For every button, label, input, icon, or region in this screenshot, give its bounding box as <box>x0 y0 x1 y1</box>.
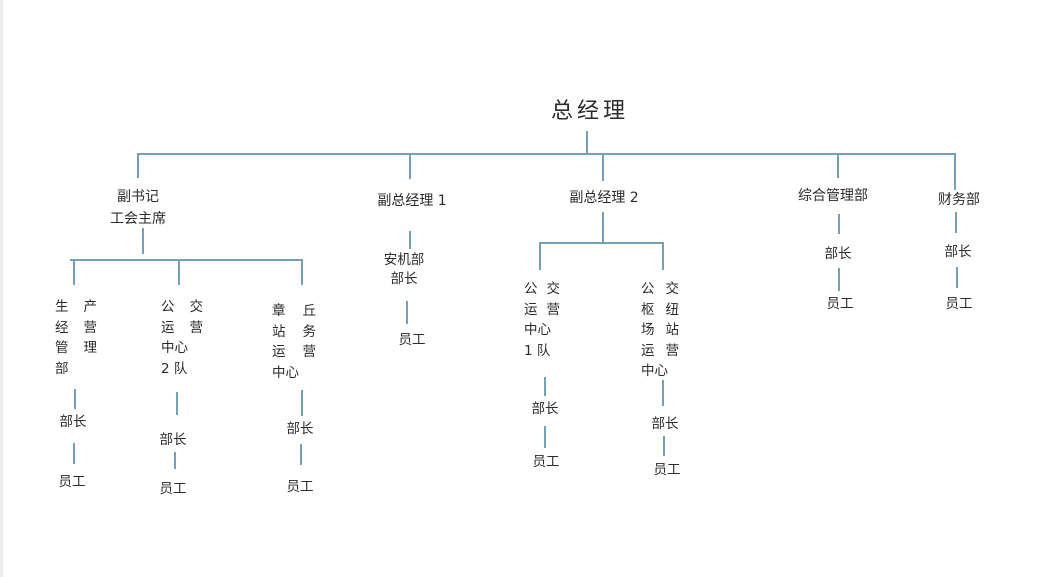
connector-line <box>544 377 546 396</box>
connector-line <box>662 380 664 406</box>
connector-line <box>837 153 839 178</box>
node-label-line: 运营 <box>524 301 560 318</box>
node-general-manager[interactable]: 总经理 <box>550 99 630 124</box>
connector-line <box>838 268 840 291</box>
node-label-line: 章丘 <box>272 303 316 319</box>
page-edge <box>0 0 3 577</box>
node-label-line: 管理 <box>55 340 97 356</box>
node-label-line: 运营 <box>161 319 203 336</box>
node-label-line: 部长 <box>390 271 418 287</box>
connector-line <box>956 267 958 288</box>
connector-line <box>301 259 303 285</box>
node-security-machinery-dept[interactable]: 安机部 部长 <box>384 251 425 289</box>
node-general-admin-dept[interactable]: 综合管理部 <box>798 188 868 204</box>
node-staff[interactable]: 员工 <box>826 296 854 312</box>
node-label-line: 中心 <box>161 340 188 356</box>
node-head[interactable]: 部长 <box>531 401 559 417</box>
connector-line <box>74 389 76 409</box>
node-label-line: 2 队 <box>161 360 188 377</box>
connector-line <box>137 153 139 178</box>
connector-line <box>406 301 408 324</box>
node-head[interactable]: 部长 <box>944 244 972 260</box>
connector-line <box>176 392 178 415</box>
node-label-line: 经营 <box>55 319 97 336</box>
node-label-line: 部 <box>55 360 69 377</box>
connector-line <box>955 212 957 233</box>
node-label-line: 场站 <box>641 322 679 338</box>
node-zhangqiu-center[interactable]: 章丘 站务 运营 中心 <box>272 301 316 383</box>
connector-line <box>586 131 588 154</box>
node-production-dept[interactable]: 生产 经营 管理 部 <box>55 297 97 379</box>
node-head[interactable]: 部长 <box>59 414 87 430</box>
node-label-line: 中心 <box>524 322 551 338</box>
node-hub-station-center[interactable]: 公交 枢纽 场站 运营 中心 <box>641 279 679 382</box>
node-head[interactable]: 部长 <box>651 416 679 432</box>
node-finance-dept[interactable]: 财务部 <box>938 192 980 208</box>
node-label-line: 1 队 <box>524 342 551 359</box>
connector-line <box>73 259 75 285</box>
node-head[interactable]: 部长 <box>824 246 852 262</box>
node-bus-center-team1[interactable]: 公交 运营 中心 1 队 <box>524 279 560 361</box>
node-staff[interactable]: 员工 <box>398 332 426 348</box>
connector-line <box>954 153 956 190</box>
connector-line <box>73 443 75 464</box>
connector-bus-level1 <box>138 153 956 155</box>
node-label-line: 副书记 <box>117 189 159 205</box>
connector-line <box>300 444 302 465</box>
node-staff[interactable]: 员工 <box>532 454 560 470</box>
connector-line <box>662 242 664 270</box>
node-head[interactable]: 部长 <box>159 432 187 448</box>
connector-line <box>409 153 411 179</box>
node-label-line: 运营 <box>272 344 316 360</box>
connector-line <box>174 452 176 469</box>
connector-line <box>178 259 180 285</box>
node-staff[interactable]: 员工 <box>653 462 681 478</box>
connector-line <box>142 228 144 254</box>
node-label-line: 站务 <box>272 323 316 340</box>
node-label-line: 公交 <box>524 281 560 297</box>
node-deputy-secretary[interactable]: 副书记 工会主席 <box>110 186 166 230</box>
node-label-line: 安机部 <box>383 252 425 268</box>
node-label-line: 中心 <box>641 363 668 379</box>
node-staff[interactable]: 员工 <box>945 296 973 312</box>
node-bus-center-team2[interactable]: 公交 运营 中心 2 队 <box>161 297 203 379</box>
node-label-line: 公交 <box>161 299 203 315</box>
connector-line <box>409 231 411 249</box>
node-staff[interactable]: 员工 <box>159 481 187 497</box>
node-label-line: 公交 <box>641 281 679 297</box>
connector-line <box>838 214 840 234</box>
connector-line <box>539 242 541 270</box>
node-label-line: 中心 <box>272 364 299 381</box>
node-label-line: 工会主席 <box>110 211 166 227</box>
connector-line <box>602 212 604 242</box>
connector-bus-level2 <box>70 259 303 261</box>
connector-line <box>301 390 303 416</box>
connector-line <box>663 436 665 456</box>
node-label-line: 枢纽 <box>641 301 679 318</box>
node-deputy-gm1[interactable]: 副总经理 1 <box>377 193 447 209</box>
node-head[interactable]: 部长 <box>286 421 314 437</box>
node-staff[interactable]: 员工 <box>286 479 314 495</box>
connector-line <box>602 153 604 181</box>
node-staff[interactable]: 员工 <box>58 474 86 490</box>
node-label-line: 运营 <box>641 342 679 359</box>
node-deputy-gm2[interactable]: 副总经理 2 <box>569 190 639 206</box>
connector-bus-level2 <box>539 242 664 244</box>
node-label-line: 生产 <box>55 299 97 315</box>
connector-line <box>544 426 546 448</box>
